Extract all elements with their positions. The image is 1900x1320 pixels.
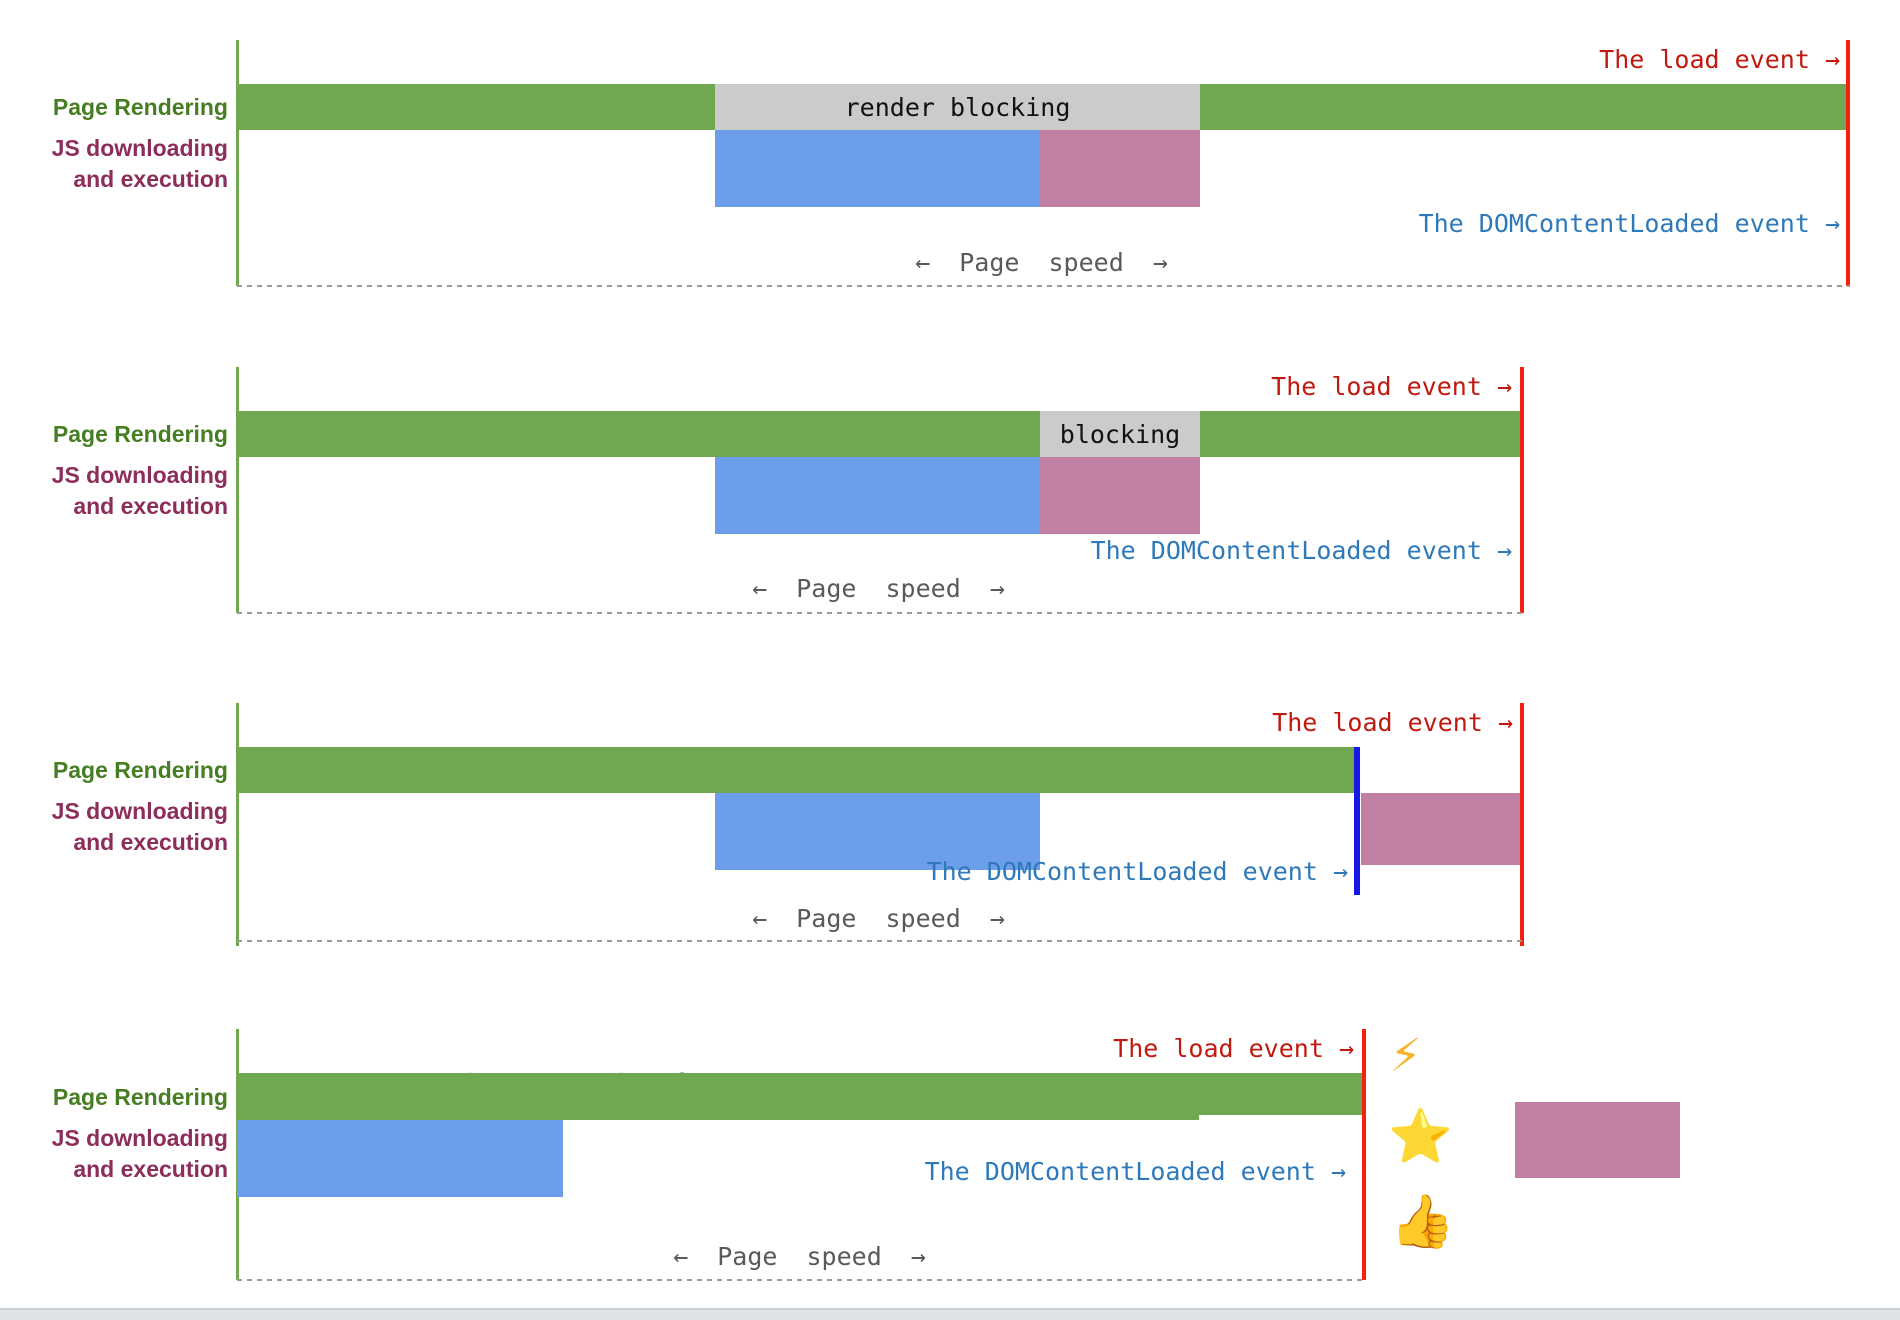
page-rendering-bar xyxy=(237,1073,1362,1115)
dcl-event-label: The DOMContentLoaded event → xyxy=(1090,536,1512,565)
row-label-page-rendering: Page Rendering xyxy=(52,757,228,783)
load-event-label: The load event → xyxy=(1271,372,1512,401)
dcl-event-label: The DOMContentLoaded event → xyxy=(1418,209,1840,238)
dcl-event-label: The DOMContentLoaded event → xyxy=(924,1157,1346,1186)
js-execution-bar xyxy=(1040,457,1200,534)
js-download-bar xyxy=(237,1120,563,1197)
load-event-line xyxy=(1846,40,1850,286)
row-label-js-line1: JS downloading xyxy=(51,135,228,161)
timeline-start-line xyxy=(236,40,239,286)
render-blocking-label: blocking xyxy=(1059,419,1181,449)
page-rendering-bar-step xyxy=(237,1115,1199,1120)
timeline-baseline xyxy=(237,612,1524,614)
dcl-event-label: The DOMContentLoaded event → xyxy=(926,857,1348,886)
load-event-line xyxy=(1362,1029,1366,1280)
js-download-bar xyxy=(715,793,1040,870)
page-rendering-bar xyxy=(237,411,1520,457)
row-label-js: JS downloading and execution xyxy=(20,133,228,195)
row-label-page-rendering: Page Rendering xyxy=(52,421,228,447)
js-execution-bar xyxy=(1040,130,1200,207)
row-label-js: JS downloading and execution xyxy=(20,460,228,522)
row-label-js-line2: and execution xyxy=(73,829,228,855)
render-blocking-overlay: blocking xyxy=(1040,411,1200,457)
row-label-page-rendering: Page Rendering xyxy=(52,94,228,120)
lightning-emoji: ⚡ xyxy=(1390,1024,1422,1084)
load-event-line xyxy=(1520,367,1524,613)
row-label-js: JS downloading and execution xyxy=(20,1123,228,1185)
js-download-bar xyxy=(715,130,1040,207)
row-label-js-line1: JS downloading xyxy=(51,1125,228,1151)
row-label-js-line1: JS downloading xyxy=(51,798,228,824)
page-speed-label: ← Page speed → xyxy=(752,904,1005,933)
thumbs-up-emoji: 👍 xyxy=(1390,1192,1455,1252)
load-event-label: The load event → xyxy=(1599,45,1840,74)
row-label-js-line2: and execution xyxy=(73,493,228,519)
page-speed-label: ← Page speed → xyxy=(915,248,1168,277)
js-download-bar xyxy=(715,457,1040,534)
page-rendering-bar xyxy=(237,747,1354,793)
render-blocking-overlay: render blocking xyxy=(715,84,1200,130)
dcl-event-line xyxy=(1354,747,1360,895)
timeline-baseline xyxy=(237,1279,1366,1281)
load-event-label: The load event → xyxy=(1113,1034,1354,1063)
row-label-js-line1: JS downloading xyxy=(51,462,228,488)
timeline-start-line xyxy=(236,367,239,613)
row-label-js: JS downloading and execution xyxy=(20,796,228,858)
horizontal-scrollbar[interactable] xyxy=(0,1308,1900,1320)
js-execution-bar xyxy=(1361,793,1520,865)
js-execution-swatch xyxy=(1515,1102,1680,1178)
timeline-baseline xyxy=(237,285,1850,287)
timeline-baseline xyxy=(237,940,1524,942)
row-label-js-line2: and execution xyxy=(73,166,228,192)
load-event-line xyxy=(1520,703,1524,946)
row-label-js-line2: and execution xyxy=(73,1156,228,1182)
load-event-label: The load event → xyxy=(1272,708,1513,737)
page-speed-label: ← Page speed → xyxy=(673,1242,926,1271)
render-blocking-label: render blocking xyxy=(844,92,1071,122)
row-label-page-rendering: Page Rendering xyxy=(52,1084,228,1110)
timeline-start-line xyxy=(236,703,239,946)
star-emoji: ⭐ xyxy=(1388,1107,1453,1167)
page-speed-label: ← Page speed → xyxy=(752,574,1005,603)
